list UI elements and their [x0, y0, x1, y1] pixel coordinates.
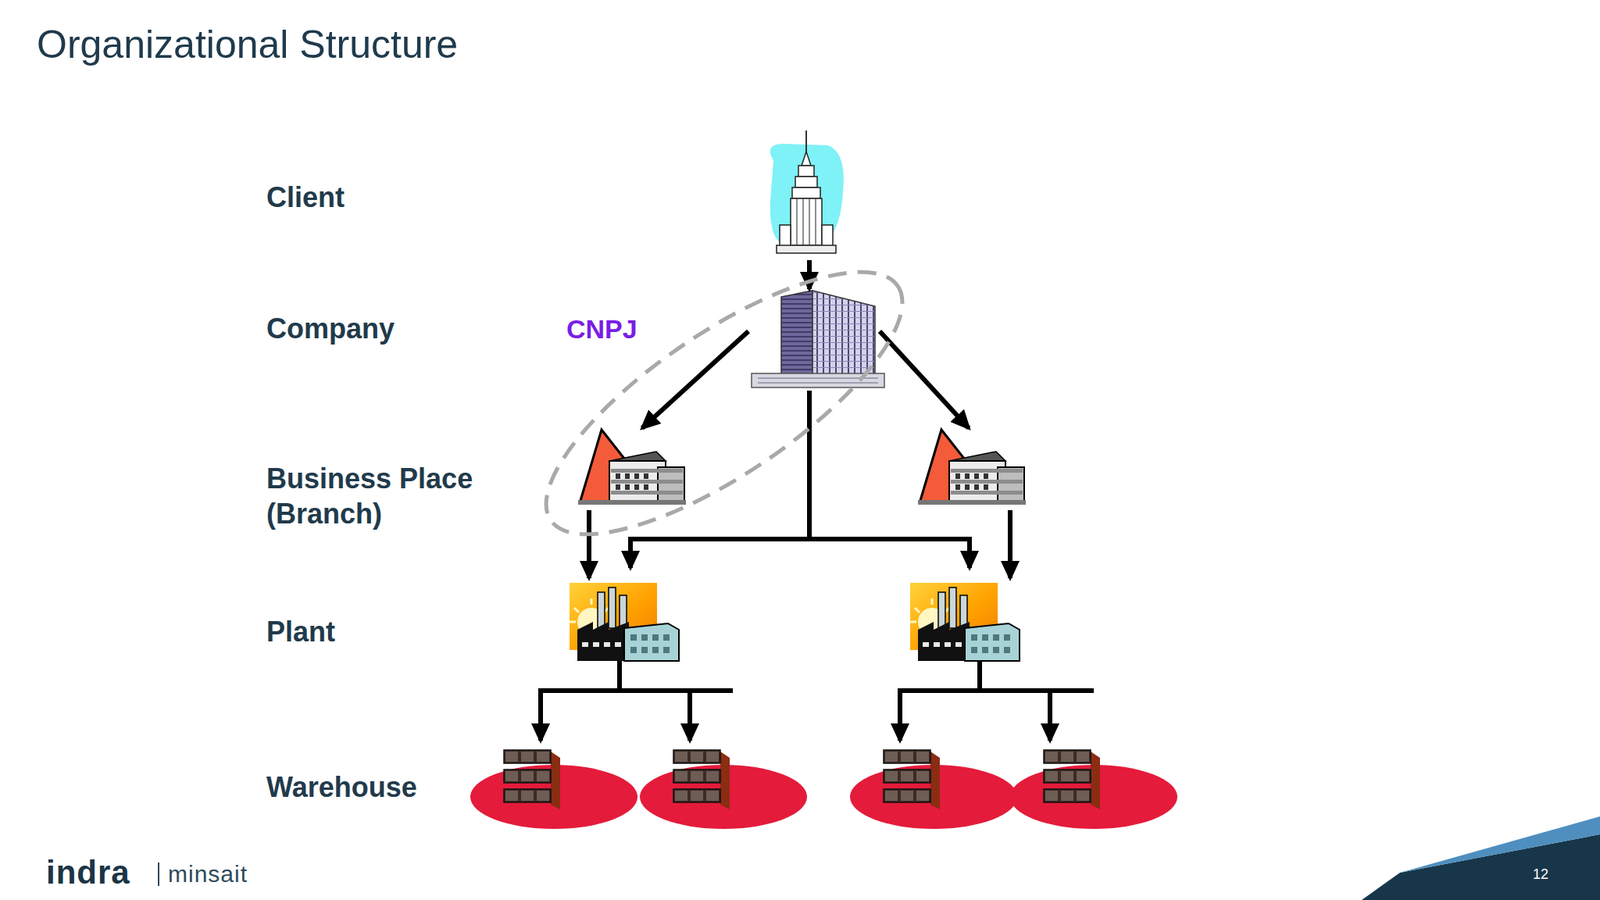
plant-factory: [569, 582, 679, 661]
logo-separator: [157, 862, 160, 886]
company-building: [751, 290, 885, 388]
page-number: 12: [1532, 865, 1580, 884]
logo-brand: indra: [46, 852, 156, 894]
warehouse-icon: [639, 750, 808, 829]
level-label: Warehouse: [266, 769, 533, 805]
cnpj-group: CNPJ: [543, 265, 907, 541]
corner-stripe: [1400, 816, 1600, 873]
branch-building: [917, 429, 1026, 505]
dashed-ellipse: [510, 227, 938, 580]
client-building: [770, 130, 844, 254]
warehouse-icon: [470, 750, 638, 829]
plant-factory: [910, 582, 1020, 661]
logo-brand: minsait: [167, 859, 278, 890]
level-label: Company: [266, 310, 533, 347]
warehouse-icon: [1010, 750, 1178, 829]
group-label: CNPJ: [566, 312, 638, 347]
dashed-ellipse: [543, 265, 907, 541]
level-label: Plant: [266, 614, 533, 650]
warehouse-icon: [850, 750, 1018, 829]
corner-band: [1361, 834, 1600, 900]
level-label: Business Place (Branch): [266, 460, 533, 532]
hierarchy-arrows: [538, 260, 1094, 741]
slide-title: Organizational Structure: [36, 20, 740, 70]
branch-building: [578, 429, 686, 505]
level-label: Client: [266, 179, 533, 215]
